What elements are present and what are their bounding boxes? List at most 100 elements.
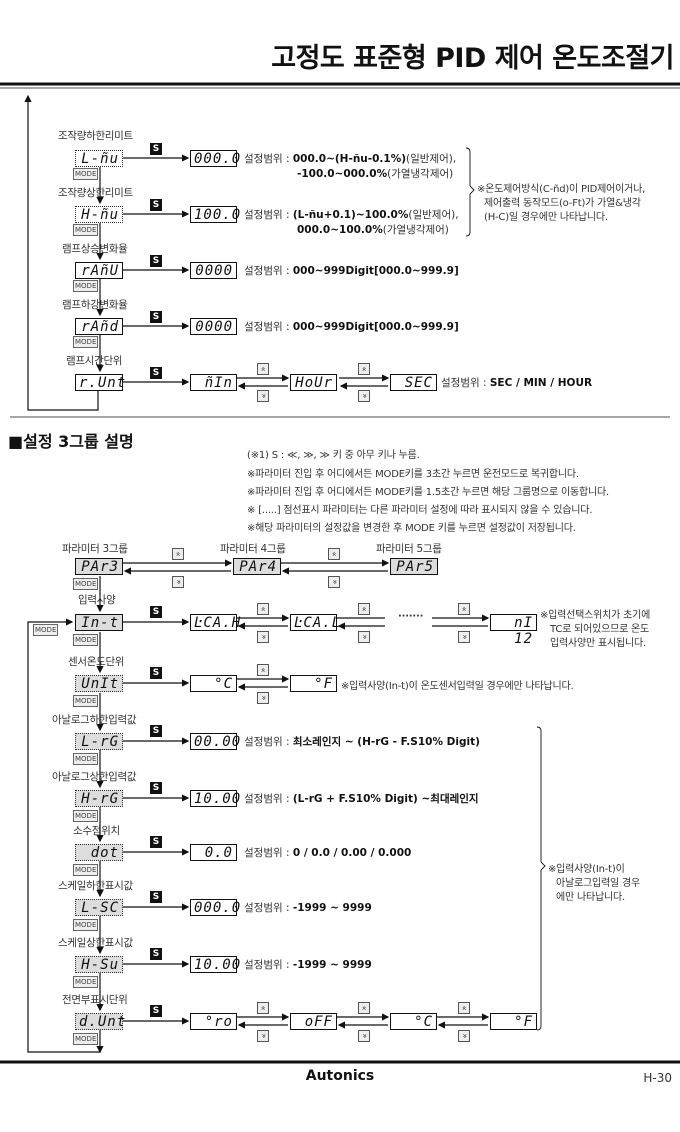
down-key-icon: » — [257, 631, 269, 643]
value-display: 100.0 — [190, 206, 240, 223]
param-label: 입력사양 — [78, 594, 116, 606]
value-display: 0000 — [190, 318, 237, 335]
option-display: oFF — [290, 1013, 337, 1030]
param-label: 조작량하한리미트 — [58, 130, 133, 142]
up-key-icon: » — [257, 664, 269, 676]
param-display-unit: UnIt — [75, 675, 123, 692]
option-display: °C — [190, 675, 237, 692]
mode-key: MODE — [73, 695, 99, 707]
value-display: 0.0 — [190, 844, 237, 861]
param-display-h-mu: H-ñu — [75, 206, 123, 223]
setting-range: 설정범위 : -1999 ~ 9999 — [244, 959, 372, 971]
setting-range: 설정범위 : SEC / MIN / HOUR — [441, 377, 593, 389]
param-label: 소수점위치 — [73, 825, 120, 837]
setting-range: 000.0~100.0%(가열냉각제어) — [297, 224, 449, 236]
param-label: 전면부표시단위 — [62, 994, 128, 1006]
option-display: °F — [290, 675, 337, 692]
analog-note: ※입력사양(In-t)이 — [548, 864, 625, 875]
param-display-l-sc: L-SC — [75, 899, 123, 916]
down-key-icon: » — [358, 631, 370, 643]
s-key: S — [150, 199, 162, 211]
param-display-l-rg: L-rG — [75, 733, 123, 750]
s-key: S — [150, 367, 162, 379]
setting-range: 설정범위 : 000~999Digit[000.0~999.9] — [244, 321, 459, 333]
mode-key: MODE — [73, 634, 99, 646]
setting-range: 설정범위 : (L-ñu+0.1)~100.0%(일반제어), — [244, 209, 459, 221]
param-label: 스케일상한표시값 — [58, 937, 133, 949]
ellipsis: ······· — [398, 611, 424, 622]
setting-range: 설정범위 : 최소레인지 ~ (H-rG - F.S10% Digit) — [244, 736, 480, 748]
param-label: 센서온도단위 — [68, 656, 125, 668]
value-display: 00.00 — [190, 733, 240, 750]
up-key-icon: » — [358, 603, 370, 615]
param-label: 램프상승변화율 — [62, 243, 128, 255]
param-label: 아날로그하한입력값 — [52, 714, 137, 726]
legend-note: ※ [.....] 점선표시 파라미터는 다른 파라미터 설정에 따라 표시되지… — [247, 505, 593, 516]
param-display-h-rg: H-rG — [75, 790, 123, 807]
s-key: S — [150, 948, 162, 960]
option-display: nI 12 — [490, 614, 537, 647]
down-key-icon: » — [328, 576, 340, 588]
option-display: °F — [490, 1013, 537, 1030]
page-number: H-30 — [643, 1071, 672, 1085]
group-display-par3: PAr3 — [75, 558, 123, 575]
param-display-l-mu: L-ñu — [75, 150, 123, 167]
s-key: S — [150, 606, 162, 618]
param-display-runt: r.Unt — [75, 374, 125, 391]
option-display: ĿCA.L — [290, 614, 340, 631]
value-display: 10.00 — [190, 790, 240, 807]
setting-range: 설정범위 : 000~999Digit[000.0~999.9] — [244, 265, 459, 277]
value-display: 0000 — [190, 262, 237, 279]
s-key: S — [150, 836, 162, 848]
option-display: SEC — [390, 374, 437, 391]
param-label: 아날로그상한입력값 — [52, 771, 137, 783]
setting-range: 설정범위 : 0 / 0.0 / 0.00 / 0.000 — [244, 847, 412, 859]
input-note: ※입력선택스위치가 초기에 — [540, 610, 651, 621]
down-key-icon: » — [172, 576, 184, 588]
section-heading: ■설정 3그룹 설명 — [8, 432, 134, 451]
down-key-icon: » — [458, 631, 470, 643]
param-display-ramu: rAñU — [75, 262, 123, 279]
input-note: TC로 되어있으므로 온도 — [550, 624, 650, 635]
group-label: 파라미터 3그룹 — [62, 543, 128, 555]
condition-note: (H-C)일 경우에만 나타납니다. — [484, 212, 608, 223]
value-display: 10.00 — [190, 956, 240, 973]
up-key-icon: » — [257, 1002, 269, 1014]
group-display-par5: PAr5 — [390, 558, 438, 575]
down-key-icon: » — [257, 1030, 269, 1042]
param-display-dot: dot — [75, 844, 123, 861]
setting-range: 설정범위 : -1999 ~ 9999 — [244, 902, 372, 914]
option-display: °ro — [190, 1013, 237, 1030]
s-key: S — [150, 311, 162, 323]
param-label: 램프시간단위 — [66, 355, 123, 367]
down-key-icon: » — [358, 1030, 370, 1042]
option-display: HoUr — [290, 374, 337, 391]
down-key-icon: » — [458, 1030, 470, 1042]
analog-note: 에만 나타납니다. — [556, 892, 625, 903]
brand-logo: Autonics — [305, 1068, 375, 1084]
s-key: S — [150, 1005, 162, 1017]
condition-note: ※온도제어방식(C-ñd)이 PID제어이거나, — [477, 184, 646, 195]
mode-key: MODE — [73, 1033, 99, 1045]
mode-key: MODE — [73, 976, 99, 988]
setting-range: 설정범위 : (L-rG + F.S10% Digit) ~최대레인지 — [244, 793, 479, 805]
mode-key: MODE — [73, 168, 99, 180]
param-label: 램프하강변화율 — [62, 299, 128, 311]
param-display-h-su: H-Su — [75, 956, 123, 973]
down-key-icon: » — [257, 390, 269, 402]
s-key: S — [150, 255, 162, 267]
mode-key: MODE — [33, 624, 59, 636]
page-title: 고정도 표준형 PID 제어 온도조절기 — [271, 43, 674, 74]
value-display: 000.0 — [190, 150, 240, 167]
setting-range: 설정범위 : 000.0~(H-ñu-0.1%)(일반제어), — [244, 153, 457, 165]
mode-key: MODE — [73, 578, 99, 590]
param-display-ramd: rAñd — [75, 318, 123, 335]
option-display: °C — [390, 1013, 437, 1030]
mode-key: MODE — [73, 919, 99, 931]
analog-note: 아날로그입력일 경우 — [556, 878, 640, 889]
legend-note: (※1) S : ≪, ≫, ≫ 키 중 아무 키나 누름. — [247, 450, 420, 461]
input-note: 입력사양만 표시됩니다. — [550, 638, 646, 649]
down-key-icon: » — [358, 390, 370, 402]
unit-note: ※입력사양(In-t)이 온도센서입력일 경우에만 나타납니다. — [341, 681, 574, 692]
option-display: ĿCA.H — [190, 614, 240, 631]
